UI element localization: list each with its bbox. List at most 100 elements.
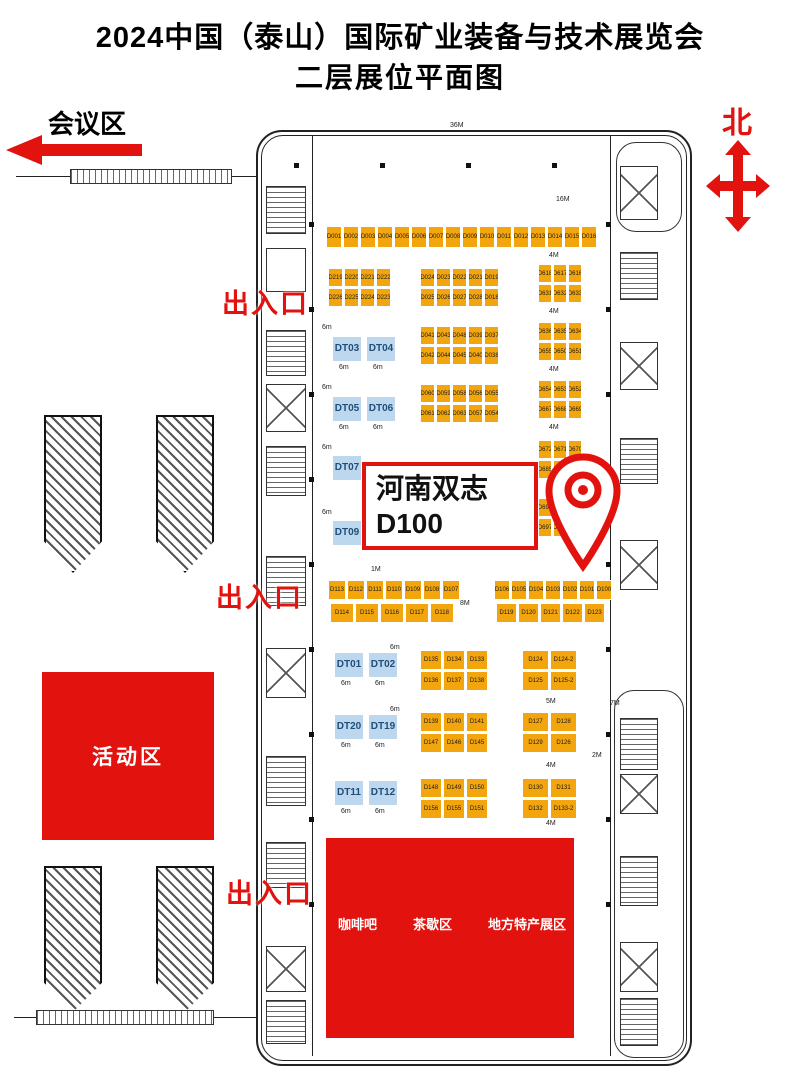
left-arrow-icon <box>6 135 142 165</box>
walkway-icon <box>36 1010 214 1025</box>
booth-D103: D103 <box>545 580 561 600</box>
booth-D147: D147 <box>420 733 442 753</box>
booth-D149: D149 <box>443 778 465 798</box>
booth-D141: D141 <box>466 712 488 732</box>
booth-D132: D132 <box>522 799 549 819</box>
wall-line <box>312 136 313 1056</box>
dimension-label: 4M <box>549 252 559 259</box>
dimension-label: 6m <box>322 444 332 451</box>
booth-D054: D054 <box>484 404 499 423</box>
dimension-label: 6m <box>339 424 349 431</box>
pillar-icon <box>309 307 314 312</box>
booth-D655: D655 <box>538 342 552 361</box>
booth-D116: D116 <box>380 603 404 623</box>
booth-DT12: DT12 <box>368 780 398 806</box>
booth-D043: D043 <box>436 326 451 345</box>
pillar-icon <box>606 307 611 312</box>
dimension-label: 6m <box>322 384 332 391</box>
stair-tower-icon <box>44 415 102 573</box>
dimension-label: 6m <box>375 742 385 749</box>
page-title: 2024中国（泰山）国际矿业装备与技术展览会 <box>95 22 705 54</box>
booth-D022: D022 <box>452 268 467 287</box>
booth-D225: D225 <box>344 288 359 307</box>
stair-tower-icon <box>44 866 102 1012</box>
booth-D633: D633 <box>568 284 582 303</box>
booth-D151: D151 <box>466 799 488 819</box>
booth-D150: D150 <box>466 778 488 798</box>
booth-D018: D018 <box>484 288 499 307</box>
booth-D635: D635 <box>553 322 567 341</box>
booth-D124-2: D124-2 <box>550 650 577 670</box>
booth-D130: D130 <box>522 778 549 798</box>
pillar-icon <box>552 163 557 168</box>
booth-D111: D111 <box>366 580 384 600</box>
dimension-label: 6m <box>341 680 351 687</box>
booth-D121: D121 <box>540 603 561 623</box>
booth-D125-2: D125-2 <box>550 671 577 691</box>
booth-D140: D140 <box>443 712 465 732</box>
highlight-callout: 河南双志 D100 <box>362 462 538 550</box>
booth-D060: D060 <box>420 384 435 403</box>
pillar-icon <box>309 817 314 822</box>
local-specialty-label: 地方特产展区 <box>487 917 566 932</box>
booth-D139: D139 <box>420 712 442 732</box>
booth-D134: D134 <box>443 650 465 670</box>
booth-D653: D653 <box>553 380 567 399</box>
stairs-icon <box>620 856 658 906</box>
pillar-icon <box>309 222 314 227</box>
wall-line <box>16 176 70 177</box>
booth-D045: D045 <box>452 346 467 365</box>
wall-line <box>14 1017 36 1018</box>
booth-DT03: DT03 <box>332 336 362 362</box>
booth-D219: D219 <box>328 268 343 287</box>
dimension-label: 1M <box>371 566 381 573</box>
booth-D109: D109 <box>404 580 422 600</box>
stair-tower-icon <box>156 415 214 573</box>
activity-area: 活动区 <box>42 672 214 840</box>
amenity-area: 咖啡吧 茶歇区 地方特产展区 <box>326 838 574 1038</box>
booth-D119: D119 <box>496 603 517 623</box>
wall-curve <box>616 142 682 232</box>
booth-D118: D118 <box>430 603 454 623</box>
booth-D148: D148 <box>420 778 442 798</box>
pillar-icon <box>466 163 471 168</box>
booth-D222: D222 <box>376 268 391 287</box>
booth-D062: D062 <box>436 404 451 423</box>
booth-D631: D631 <box>538 284 552 303</box>
dimension-label: 6m <box>341 742 351 749</box>
booth-D133-2: D133-2 <box>550 799 577 819</box>
booth-D156: D156 <box>420 799 442 819</box>
booth-D133: D133 <box>466 650 488 670</box>
booth-D015: D015 <box>564 226 580 248</box>
booth-D027: D027 <box>452 288 467 307</box>
booth-D131: D131 <box>550 778 577 798</box>
booth-D040: D040 <box>468 346 483 365</box>
booth-D112: D112 <box>347 580 365 600</box>
booth-D056: D056 <box>468 384 483 403</box>
booth-D135: D135 <box>420 650 442 670</box>
stairs-icon <box>620 998 658 1046</box>
booth-D002: D002 <box>343 226 359 248</box>
dimension-label: 6m <box>339 364 349 371</box>
booth-D126: D126 <box>550 733 577 753</box>
stairs-icon <box>620 718 658 770</box>
callout-booth-number: D100 <box>376 508 443 539</box>
stairs-icon <box>266 248 306 292</box>
booth-D122: D122 <box>562 603 583 623</box>
booth-D001: D001 <box>326 226 342 248</box>
page-subtitle: 二层展位平面图 <box>294 62 505 93</box>
compass-icon <box>706 140 770 232</box>
booth-D226: D226 <box>328 288 343 307</box>
booth-D013: D013 <box>530 226 546 248</box>
stairs-icon <box>266 556 306 606</box>
booth-D102: D102 <box>562 580 578 600</box>
booth-D025: D025 <box>420 288 435 307</box>
booth-D124: D124 <box>522 650 549 670</box>
pillar-icon <box>309 477 314 482</box>
booth-D145: D145 <box>466 733 488 753</box>
booth-D220: D220 <box>344 268 359 287</box>
booth-D618: D618 <box>538 264 552 283</box>
booth-D668: D668 <box>553 400 567 419</box>
pillar-icon <box>380 163 385 168</box>
